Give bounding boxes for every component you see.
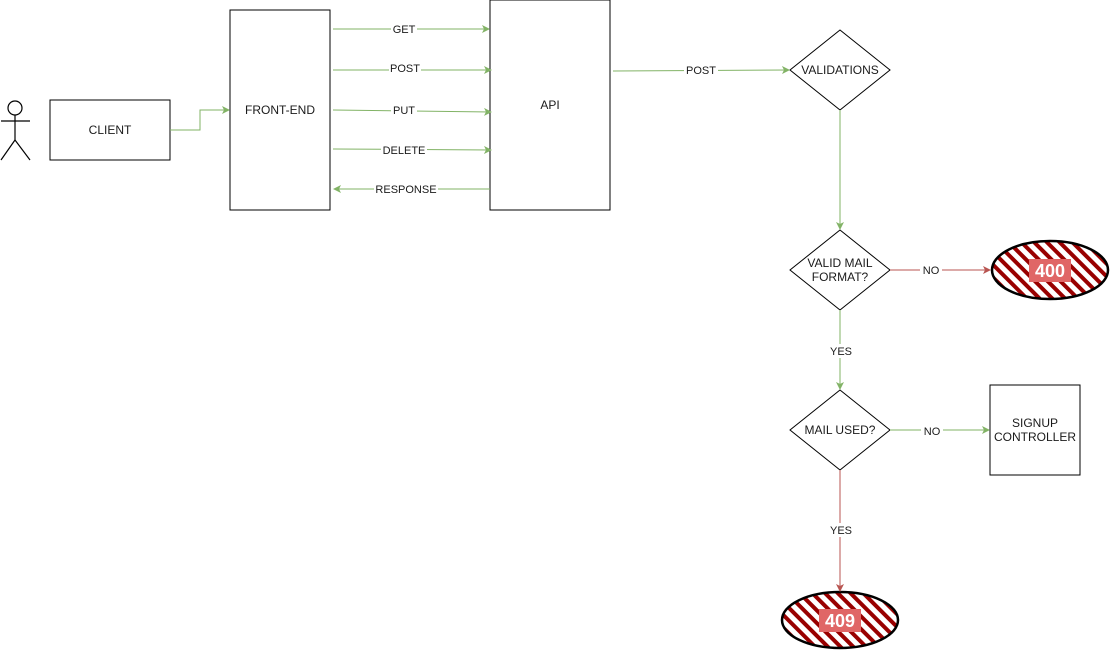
validations-label: VALIDATIONS: [801, 63, 879, 77]
edge-mailused-409-label: YES: [830, 525, 852, 537]
api-node[interactable]: API: [489, 0, 611, 211]
mail-used-node[interactable]: MAIL USED?: [789, 389, 891, 471]
edge-client-frontend[interactable]: [170, 106, 230, 131]
validations-node[interactable]: VALIDATIONS: [789, 29, 891, 111]
valid-mail-format-label-line2: FORMAT?: [812, 270, 869, 284]
error-400-badge: [1029, 259, 1071, 282]
client-label: CLIENT: [89, 123, 132, 137]
error-409-node[interactable]: 409: [780, 590, 900, 650]
edge-mailused-signup-label: NO: [924, 426, 941, 438]
frontend-label: FRONT-END: [245, 103, 315, 117]
edge-validmail-400-label: NO: [923, 265, 940, 277]
error-400-label: 400: [1035, 261, 1065, 281]
client-node[interactable]: CLIENT: [49, 99, 171, 161]
edge-validmail-mailused-label: YES: [830, 346, 852, 358]
signup-controller-node[interactable]: SIGNUP CONTROLLER: [989, 384, 1081, 476]
signup-controller-label-line2: CONTROLLER: [994, 430, 1076, 444]
valid-mail-format-label-line1: VALID MAIL: [807, 256, 872, 270]
edge-response-label: RESPONSE: [375, 184, 436, 196]
mail-used-label: MAIL USED?: [805, 423, 876, 437]
error-409-label: 409: [825, 611, 855, 631]
error-400-node[interactable]: 400: [990, 239, 1110, 301]
edge-post-label: POST: [390, 63, 420, 75]
edge-get-label: GET: [393, 24, 416, 36]
error-409-badge: [819, 609, 861, 632]
edge-put-label: PUT: [393, 105, 415, 117]
api-label: API: [540, 98, 559, 112]
user-actor-icon: [0, 100, 31, 161]
edge-api-validations-label: POST: [686, 65, 716, 77]
frontend-node[interactable]: FRONT-END: [229, 9, 331, 211]
valid-mail-format-node[interactable]: VALID MAIL FORMAT?: [789, 229, 891, 311]
edge-delete-label: DELETE: [383, 145, 426, 157]
signup-controller-label-line1: SIGNUP: [1012, 416, 1058, 430]
